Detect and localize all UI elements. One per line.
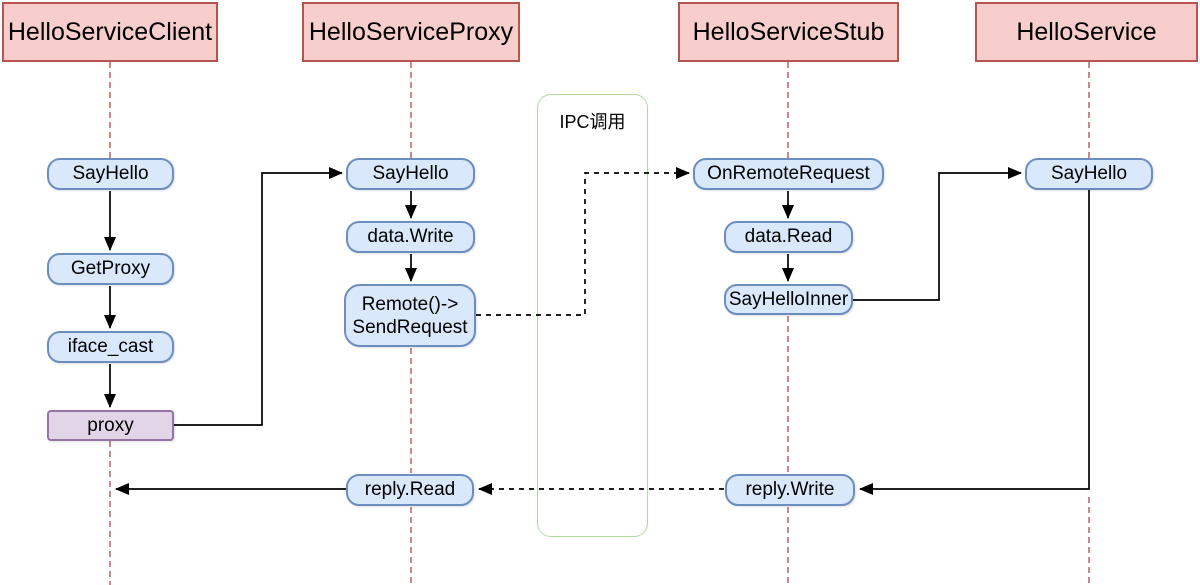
dashed-arrow-sendrequest-to-onremoterequest: [476, 167, 690, 316]
node-proxy-reply-read: reply.Read: [346, 474, 474, 506]
participant-helloserviceclient: HelloServiceClient: [2, 2, 218, 62]
arrow-servicesayhello-to-replywrite: [859, 190, 1090, 495]
participant-helloserviceproxy: HelloServiceProxy: [302, 2, 520, 62]
ipc-group-label: IPC调用: [559, 112, 626, 132]
node-stub-sayhelloinner: SayHelloInner: [724, 284, 853, 315]
node-client-proxy: proxy: [47, 410, 174, 441]
remote-sendrequest-line2: SendRequest: [352, 316, 468, 338]
node-client-getproxy: GetProxy: [47, 253, 174, 285]
node-client-iface-cast: iface_cast: [47, 331, 174, 363]
node-client-sayhello: SayHello: [47, 158, 174, 190]
remote-sendrequest-line1: Remote()->: [361, 293, 459, 315]
arrow-proxy-to-proxysayhello: [174, 167, 343, 426]
node-proxy-data-write: data.Write: [346, 221, 475, 253]
node-stub-onremoterequest: OnRemoteRequest: [693, 158, 884, 190]
participant-helloservicestub: HelloServiceStub: [678, 2, 899, 62]
node-stub-data-read: data.Read: [724, 221, 853, 253]
node-stub-reply-write: reply.Write: [725, 474, 855, 506]
arrow-sayhelloinner-to-servicesayhello: [853, 167, 1022, 301]
node-service-sayhello: SayHello: [1025, 158, 1153, 190]
node-proxy-remote-sendrequest: Remote()-> SendRequest: [344, 284, 476, 347]
node-proxy-sayhello: SayHello: [346, 158, 475, 190]
participant-helloservice: HelloService: [975, 2, 1198, 62]
